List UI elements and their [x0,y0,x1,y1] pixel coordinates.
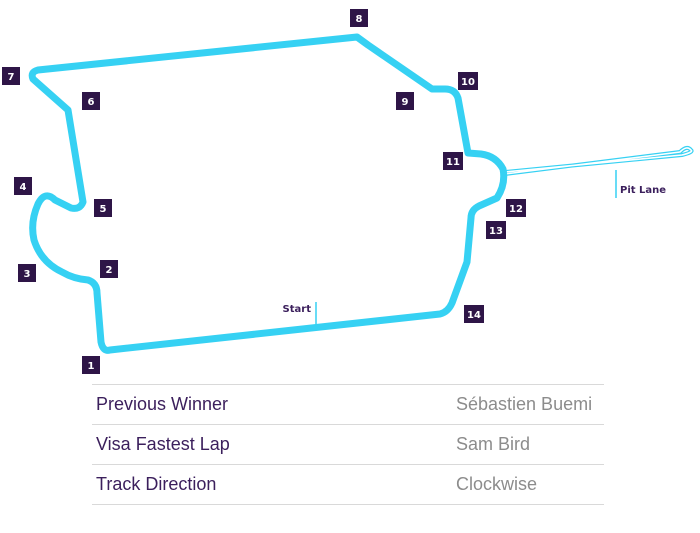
track-direction-label: Track Direction [96,474,217,494]
turn-label-2: 2 [106,265,113,276]
turn-badge-10: 10 [458,72,478,90]
turn-label-13: 13 [489,226,503,237]
info-row-fastest-lap: Visa Fastest Lap Sam Bird [92,425,604,465]
turn-label-7: 7 [8,72,15,83]
turn-label-6: 6 [88,97,95,108]
previous-winner-label: Previous Winner [96,394,229,414]
turn-label-3: 3 [24,269,31,280]
track-direction-value: Clockwise [456,474,538,494]
turn-label-9: 9 [402,97,409,108]
info-row-track-direction: Track Direction Clockwise [92,465,604,505]
turn-label-8: 8 [356,14,363,25]
turn-badge-3: 3 [18,264,36,282]
turn-badge-12: 12 [506,199,526,217]
turn-badge-14: 14 [464,305,484,323]
turn-badge-2: 2 [100,260,118,278]
fastest-lap-label: Visa Fastest Lap [96,434,230,454]
turn-badge-13: 13 [486,221,506,239]
start-label: Start [283,304,312,315]
turn-label-11: 11 [446,157,460,168]
previous-winner-value: Sébastien Buemi [456,394,593,414]
turn-label-4: 4 [20,182,27,193]
turn-badge-8: 8 [350,9,368,27]
turn-label-5: 5 [100,204,107,215]
turn-badge-9: 9 [396,92,414,110]
race-info-table: Previous Winner Sébastien Buemi Visa Fas… [92,384,604,505]
turn-label-14: 14 [467,310,481,321]
turn-label-10: 10 [461,77,475,88]
turn-badge-5: 5 [94,199,112,217]
pit-lane-inner [504,147,693,175]
turn-badge-6: 6 [82,92,100,110]
turn-badge-7: 7 [2,67,20,85]
turn-label-1: 1 [88,361,95,372]
turn-badge-1: 1 [82,356,100,374]
turn-badge-4: 4 [14,177,32,195]
turn-badge-11: 11 [443,152,463,170]
pit-lane-label: Pit Lane [620,185,666,196]
turn-label-12: 12 [509,204,523,215]
track-path [28,33,508,354]
fastest-lap-value: Sam Bird [456,434,531,454]
info-row-previous-winner: Previous Winner Sébastien Buemi [92,385,604,425]
track-map: Start Pit Lane 1 2 3 4 5 6 7 8 9 10 [2,9,694,374]
